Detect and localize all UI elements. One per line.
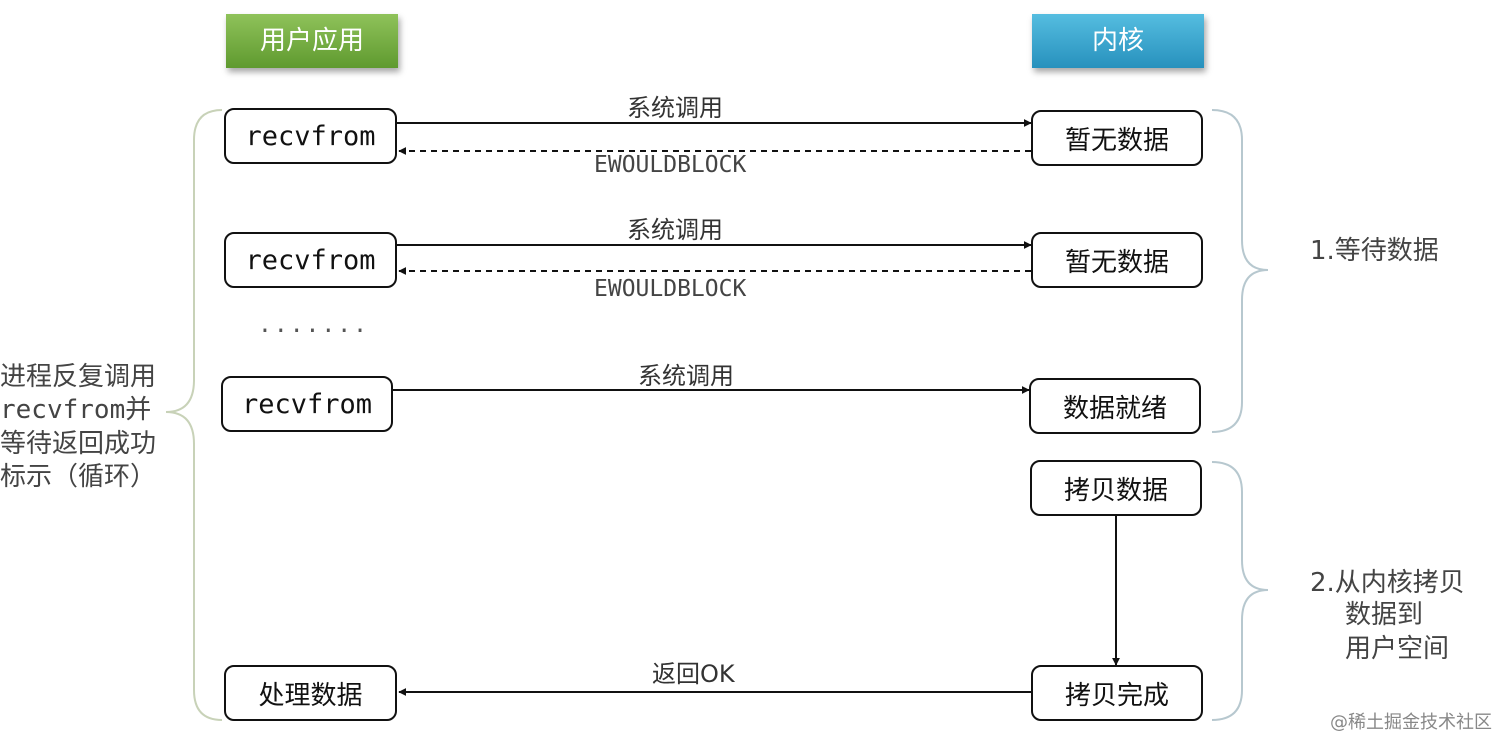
ewouldblock-label-2: EWOULDBLOCK (594, 276, 747, 302)
recvfrom-box-2: recvfrom (224, 232, 397, 288)
left-note-line2: recvfrom并 (0, 395, 152, 425)
stage1-label: 1.等待数据 (1310, 236, 1439, 266)
repeat-ellipsis: ....... (258, 312, 369, 338)
recvfrom-box-1: recvfrom (224, 108, 397, 164)
kernel-data-ready-box: 数据就绪 (1029, 378, 1201, 434)
stage2-label-line2: 数据到 (1345, 600, 1424, 630)
copy-data-box: 拷贝数据 (1030, 460, 1202, 516)
right-brace-stage1 (1211, 109, 1269, 433)
left-brace (165, 109, 223, 721)
copy-complete-box: 拷贝完成 (1031, 665, 1203, 721)
kernel-header: 内核 (1032, 14, 1204, 68)
syscall-label-2: 系统调用 (627, 216, 723, 244)
user-app-header: 用户应用 (226, 14, 398, 68)
process-data-box: 处理数据 (224, 665, 397, 721)
left-note-line4: 标示（循环） (0, 462, 157, 492)
syscall-label-1: 系统调用 (627, 94, 723, 122)
stage2-label-line3: 用户空间 (1345, 634, 1450, 664)
ewouldblock-label-1: EWOULDBLOCK (594, 152, 747, 178)
syscall-label-3: 系统调用 (638, 362, 734, 390)
kernel-status-box-2: 暂无数据 (1031, 232, 1203, 288)
kernel-status-box-1: 暂无数据 (1031, 110, 1203, 166)
left-note-line3: 等待返回成功 (0, 429, 157, 459)
recvfrom-box-3: recvfrom (221, 376, 393, 432)
watermark: @稀土掘金技术社区 (1330, 712, 1492, 733)
return-ok-label: 返回OK (652, 660, 735, 688)
stage2-label-line1: 2.从内核拷贝 (1310, 568, 1465, 598)
right-brace-stage2 (1211, 461, 1269, 721)
left-note-line1: 进程反复调用 (0, 362, 157, 392)
